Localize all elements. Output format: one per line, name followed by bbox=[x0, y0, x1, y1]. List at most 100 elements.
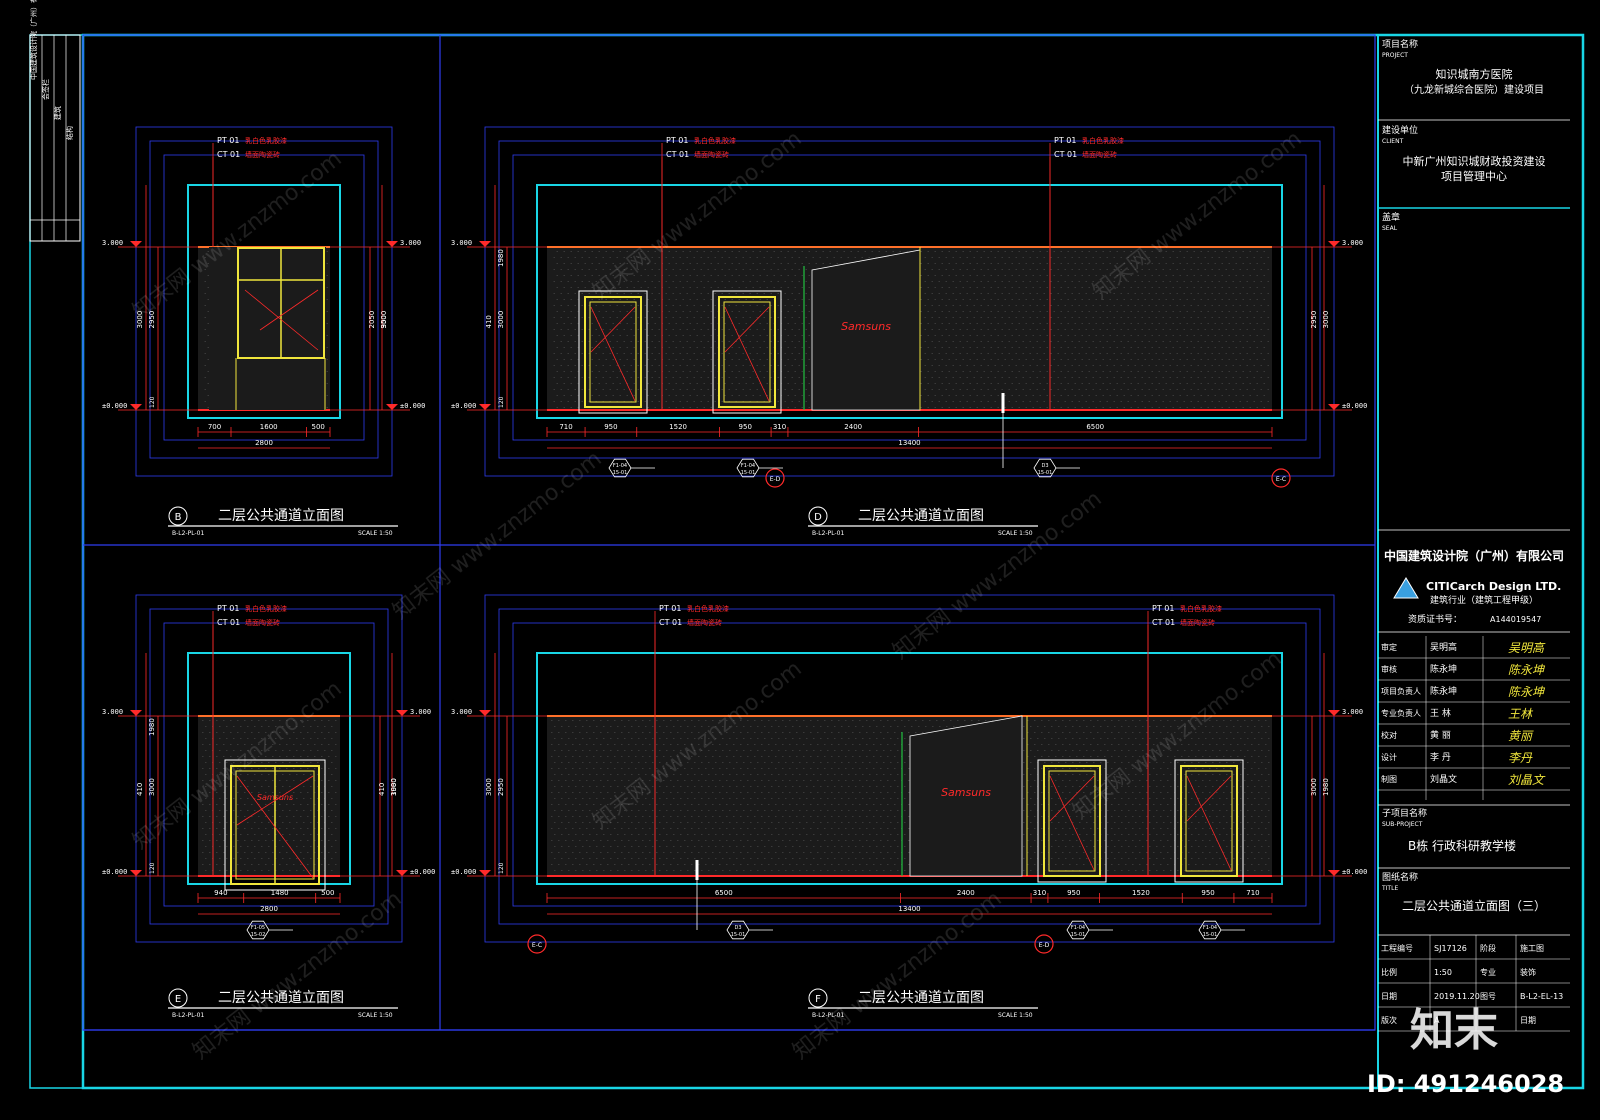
texture-dot bbox=[579, 756, 581, 757]
texture-dot bbox=[1088, 383, 1090, 384]
texture-dot bbox=[869, 726, 871, 727]
texture-dot bbox=[1050, 353, 1052, 354]
texture-dot bbox=[584, 287, 586, 288]
staff-role: 项目负责人 bbox=[1381, 686, 1421, 696]
texture-dot bbox=[637, 257, 639, 258]
texture-dot bbox=[686, 401, 688, 402]
texture-dot bbox=[1072, 750, 1074, 751]
texture-dot bbox=[735, 317, 737, 318]
texture-dot bbox=[1081, 251, 1083, 252]
texture-dot bbox=[1060, 299, 1062, 300]
window-area bbox=[209, 247, 326, 410]
texture-dot bbox=[1228, 311, 1230, 312]
texture-dot bbox=[561, 738, 563, 739]
texture-dot bbox=[293, 816, 295, 817]
texture-dot bbox=[1095, 299, 1097, 300]
texture-dot bbox=[624, 738, 626, 739]
texture-dot bbox=[1030, 738, 1032, 739]
texture-dot bbox=[1116, 323, 1118, 324]
texture-dot bbox=[1174, 756, 1176, 757]
texture-dot bbox=[654, 251, 656, 252]
texture-dot bbox=[207, 275, 209, 276]
texture-dot bbox=[204, 257, 206, 258]
texture-dot bbox=[202, 828, 204, 829]
texture-dot bbox=[1258, 732, 1260, 733]
texture-dot bbox=[1090, 768, 1092, 769]
texture-dot bbox=[1204, 293, 1206, 294]
texture-dot bbox=[1221, 311, 1223, 312]
texture-dot bbox=[1151, 299, 1153, 300]
drawing-label: 图纸名称 bbox=[1382, 871, 1418, 883]
texture-dot bbox=[279, 840, 281, 841]
texture-dot bbox=[254, 750, 256, 751]
texture-dot bbox=[223, 792, 225, 793]
texture-dot bbox=[761, 756, 763, 757]
texture-dot bbox=[1018, 359, 1020, 360]
texture-dot bbox=[1053, 371, 1055, 372]
texture-dot bbox=[707, 389, 709, 390]
texture-dot bbox=[296, 750, 298, 751]
texture-dot bbox=[317, 810, 319, 811]
texture-dot bbox=[1235, 347, 1237, 348]
texture-dot bbox=[747, 768, 749, 769]
texture-dot bbox=[1137, 371, 1139, 372]
texture-dot bbox=[994, 329, 996, 330]
texture-dot bbox=[300, 852, 302, 853]
texture-dot bbox=[574, 329, 576, 330]
texture-dot bbox=[766, 359, 768, 360]
texture-dot bbox=[1037, 750, 1039, 751]
texture-dot bbox=[887, 756, 889, 757]
staff-role: 校对 bbox=[1381, 730, 1397, 740]
texture-dot bbox=[1176, 365, 1178, 366]
texture-dot bbox=[1214, 251, 1216, 252]
texture-dot bbox=[254, 726, 256, 727]
texture-dot bbox=[742, 353, 744, 354]
texture-dot bbox=[710, 359, 712, 360]
texture-dot bbox=[738, 335, 740, 336]
texture-dot bbox=[1214, 383, 1216, 384]
texture-dot bbox=[740, 756, 742, 757]
texture-dot bbox=[980, 269, 982, 270]
texture-dot bbox=[1195, 744, 1197, 745]
texture-dot bbox=[1015, 353, 1017, 354]
texture-dot bbox=[969, 359, 971, 360]
texture-dot bbox=[258, 792, 260, 793]
texture-dot bbox=[310, 774, 312, 775]
texture-dot bbox=[665, 401, 667, 402]
texture-dot bbox=[328, 804, 330, 805]
texture-dot bbox=[577, 371, 579, 372]
texture-dot bbox=[1078, 293, 1080, 294]
texture-dot bbox=[602, 293, 604, 294]
elevation-ref: B-L2-PL-01 bbox=[172, 1012, 204, 1019]
texture-dot bbox=[784, 377, 786, 378]
texture-dot bbox=[719, 756, 721, 757]
texture-dot bbox=[1186, 263, 1188, 264]
texture-dot bbox=[784, 281, 786, 282]
texture-dot bbox=[1158, 251, 1160, 252]
texture-dot bbox=[787, 251, 789, 252]
texture-dot bbox=[637, 269, 639, 270]
texture-dot bbox=[990, 347, 992, 348]
texture-dot bbox=[938, 389, 940, 390]
texture-dot bbox=[230, 720, 232, 721]
texture-dot bbox=[1139, 768, 1141, 769]
texture-dot bbox=[275, 750, 277, 751]
texture-dot bbox=[577, 263, 579, 264]
texture-dot bbox=[1137, 275, 1139, 276]
texture-dot bbox=[258, 804, 260, 805]
texture-dot bbox=[1162, 389, 1164, 390]
texture-dot bbox=[1018, 323, 1020, 324]
info-cell: 施工图 bbox=[1520, 943, 1544, 953]
texture-dot bbox=[1008, 341, 1010, 342]
texture-dot bbox=[247, 870, 249, 871]
texture-dot bbox=[738, 311, 740, 312]
texture-dot bbox=[1141, 365, 1143, 366]
texture-dot bbox=[1001, 293, 1003, 294]
texture-dot bbox=[328, 840, 330, 841]
texture-dot bbox=[848, 762, 850, 763]
texture-dot bbox=[859, 744, 861, 745]
texture-dot bbox=[969, 251, 971, 252]
texture-dot bbox=[924, 389, 926, 390]
texture-dot bbox=[1244, 720, 1246, 721]
